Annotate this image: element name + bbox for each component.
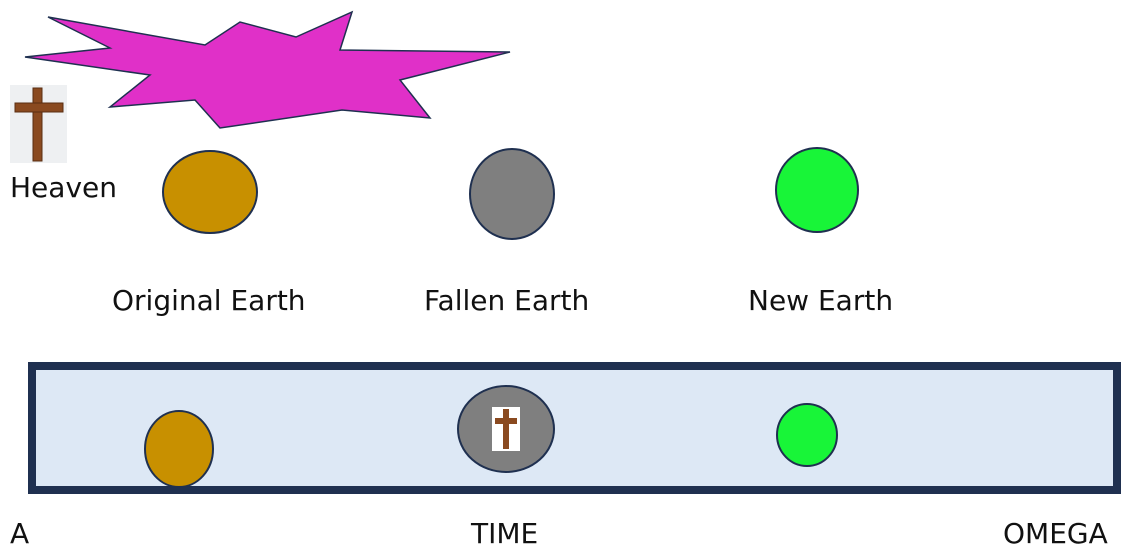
fallen-earth-circle xyxy=(470,149,554,239)
fallen-earth-label: Fallen Earth xyxy=(424,287,589,315)
timeline-new-earth xyxy=(777,404,837,466)
time-label: TIME xyxy=(471,520,538,548)
cross-icon xyxy=(10,85,67,163)
original-earth-label: Original Earth xyxy=(112,287,306,315)
original-earth-circle xyxy=(163,151,257,233)
starburst-shape xyxy=(25,12,510,128)
timeline-cross-icon xyxy=(492,407,520,451)
timeline-original-earth xyxy=(145,411,213,487)
new-earth-label: New Earth xyxy=(748,287,893,315)
new-earth-circle xyxy=(776,148,858,232)
heaven-label: Heaven xyxy=(10,174,117,202)
omega-label: OMEGA xyxy=(1003,520,1108,548)
alpha-label: A xyxy=(10,520,29,548)
